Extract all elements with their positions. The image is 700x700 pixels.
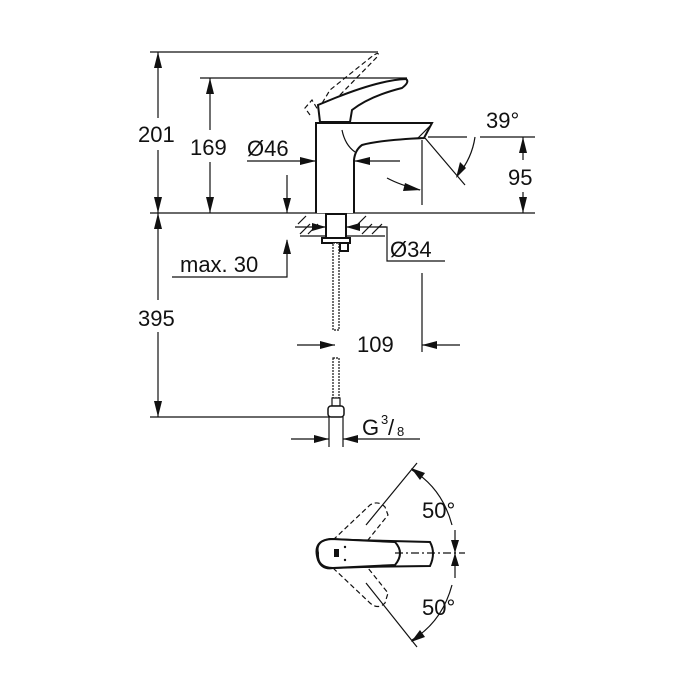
thread-numerator: 3 <box>381 412 388 427</box>
dimension-201: 201 <box>138 52 175 213</box>
thread-denominator: 8 <box>397 424 404 439</box>
supply-hose <box>327 242 345 447</box>
dim-39-label: 39° <box>486 108 519 133</box>
dim-169-label: 169 <box>190 135 227 160</box>
dim-max30-label: max. 30 <box>180 252 258 277</box>
countertop-section <box>297 213 385 252</box>
dimension-max-30: max. 30 <box>172 239 291 278</box>
thread-g-label: G <box>362 415 379 440</box>
dim-95-label: 95 <box>508 165 532 190</box>
dimension-395: 395 <box>138 213 175 417</box>
dim-109-label: 109 <box>357 332 394 357</box>
dim-46-label: Ø46 <box>247 136 289 161</box>
dimension-diameter-34: Ø34 <box>295 223 445 262</box>
rotation-bottom-label: 50° <box>422 595 455 620</box>
dimension-thread-g38: G 3 / 8 <box>291 412 420 443</box>
dimension-169: 169 <box>190 78 227 213</box>
thread-slash: / <box>388 415 395 440</box>
dimension-angle-39: 39° <box>386 108 535 205</box>
dimension-95: 95 <box>508 137 532 213</box>
dim-395-label: 395 <box>138 306 175 331</box>
faucet-top-view: 50° 50° <box>315 462 465 648</box>
dimension-diameter-46: Ø46 <box>247 136 400 213</box>
dim-201-label: 201 <box>138 122 175 147</box>
dimension-109: 109 <box>297 273 460 357</box>
dim-34-label: Ø34 <box>390 237 432 262</box>
faucet-side-view <box>304 52 434 213</box>
rotation-top-label: 50° <box>422 498 455 523</box>
